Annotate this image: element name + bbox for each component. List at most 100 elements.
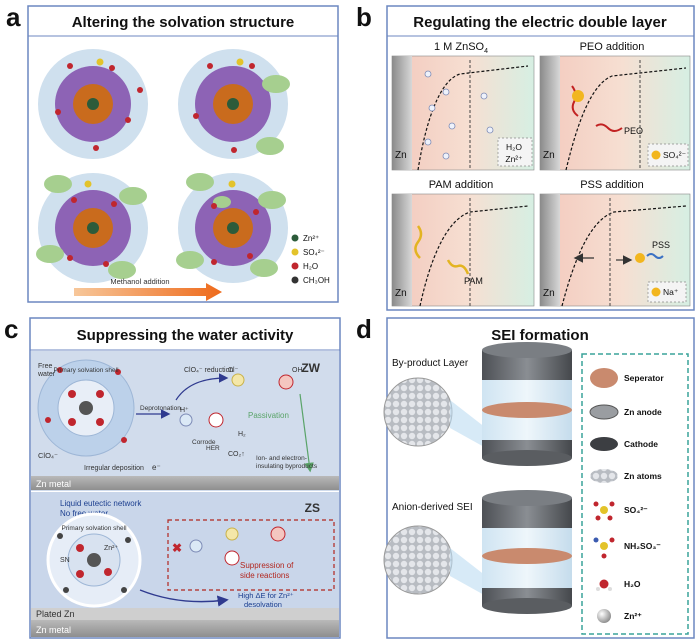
legend-zn-atoms-item: Zn atoms [590, 469, 662, 483]
svg-text:H⁺: H⁺ [180, 407, 189, 414]
eutectic-network-label: Liquid eutectic network [60, 499, 142, 508]
edl-subpanel-pss: PSS addition PSS Na⁺ Zn [539, 179, 691, 307]
panel-d-title: SEI formation [491, 327, 589, 344]
subpanel-znso4-title: 1 M ZnSO4 [434, 41, 488, 55]
free-water-label-1: Free [38, 363, 53, 370]
legend-nh2so3-item: NH₂SO₃⁻ [593, 537, 661, 559]
subpanel-pss-title: PSS addition [580, 179, 644, 191]
her-label: HER [206, 445, 220, 452]
legend-zn2-item: Zn²⁺ [597, 609, 642, 623]
panel-a-legend: Zn²⁺ SO₄²⁻ H₂O CH₃OH [291, 234, 330, 285]
suppression-label-1: Suppression of [240, 561, 294, 570]
by-product-layer-label: By-product Layer [392, 358, 469, 369]
suppression-box [167, 519, 335, 591]
desolvation-label-1: High ΔE for Zn²⁺ [238, 591, 294, 600]
panel-letter-b: b [356, 2, 372, 32]
zn-metal-bar-zs [31, 620, 339, 637]
legend-so4: SO₄²⁻ [303, 248, 325, 257]
irregular-deposition-label: Irregular deposition [84, 465, 144, 472]
svg-text:Seperator: Seperator [624, 373, 664, 383]
deprotonation-label: Deprotonation [140, 405, 181, 412]
panel-c: Suppressing the water activity Zn metal … [29, 317, 341, 639]
legend-so4-item: SO₄²⁻ [593, 501, 648, 521]
desolvation-label-2: desolvation [244, 600, 282, 609]
electron-label: e⁻ [152, 463, 161, 472]
battery-cell-1 [482, 342, 572, 466]
zw-metal-label: Zn metal [36, 479, 71, 489]
co2-label: CO₂↑ [228, 451, 245, 458]
panel-b: Regulating the electric double layer 1 M… [386, 5, 695, 311]
legend-h2o-b: H₂O [506, 142, 522, 152]
panel-a-title: Altering the solvation structure [72, 14, 295, 31]
panel-d-legend [581, 353, 689, 635]
h2-label: H₂ [238, 431, 246, 438]
legend-zn: Zn²⁺ [303, 234, 319, 243]
solvation-sphere-1 [38, 49, 148, 159]
zn-electrode-label-4: Zn [543, 288, 555, 299]
peo-label: PEO [624, 126, 643, 136]
svg-text:NH₂SO₃⁻: NH₂SO₃⁻ [624, 541, 661, 551]
byproducts-label-1: Ion- and electron- [256, 455, 307, 462]
zs-tag: ZS [305, 501, 320, 515]
legend-ch3oh: CH₃OH [303, 276, 330, 285]
svg-text:SO₄²⁻: SO₄²⁻ [624, 505, 648, 515]
sn-label: SN [60, 557, 70, 564]
zoom-circle-sei [383, 525, 453, 595]
legend-separator-item: Seperator [590, 368, 664, 388]
solvation-sphere-3 [36, 173, 148, 283]
svg-text:Zn²⁺: Zn²⁺ [624, 611, 642, 621]
zs-metal-label: Zn metal [36, 625, 71, 635]
svg-text:H₂O: H₂O [624, 579, 641, 589]
svg-text:Zn atoms: Zn atoms [624, 471, 662, 481]
free-water-label-2: water [37, 371, 56, 378]
legend-cathode-item: Cathode [590, 437, 658, 451]
subpanel-peo-title: PEO addition [580, 41, 645, 53]
legend-na: Na⁺ [663, 287, 679, 297]
clo4-label: ClO₄⁻ [38, 451, 58, 460]
panel-letter-c: c [4, 314, 19, 344]
svg-text:Cathode: Cathode [624, 439, 658, 449]
suppression-label-2: side reactions [240, 571, 289, 580]
svg-text:Zn anode: Zn anode [624, 407, 662, 417]
clo4-reduction-label: ClO₄⁻ reduction [184, 367, 233, 374]
no-free-water-label: No free water [60, 509, 108, 518]
zn-electrode-label-3: Zn [395, 288, 407, 299]
panel-letter-a: a [6, 2, 21, 32]
edl-subpanel-pam: PAM addition PAM Zn [391, 179, 535, 307]
svg-text:✖: ✖ [172, 541, 182, 555]
battery-cell-2 [482, 490, 572, 614]
solvation-sphere-2 [178, 49, 290, 159]
passivation-label: Passivation [248, 411, 289, 420]
zn-metal-bar-zw [31, 476, 339, 490]
zoom-circle-byproduct [383, 377, 453, 447]
legend-zn-anode-item: Zn anode [589, 404, 662, 420]
zn-electrode-label-1: Zn [395, 150, 407, 161]
anion-derived-sei-label: Anion-derived SEI [392, 502, 473, 513]
legend-so4-b: SO₄²⁻ [663, 150, 687, 160]
panel-b-title: Regulating the electric double layer [413, 14, 667, 31]
subpanel-pam-title: PAM addition [429, 179, 494, 191]
water-molecules-a [55, 63, 259, 267]
byproducts-label-2: insulating byproducts [256, 463, 318, 470]
panel-letter-d: d [356, 314, 372, 344]
methanol-arrow-label: Methanol addition [110, 277, 169, 286]
legend-h2o-item: H₂O [596, 579, 641, 591]
oh-label: OH⁻ [292, 367, 307, 374]
panel-d: SEI formation By-product Layer Anion-der… [383, 317, 695, 639]
legend-zn-b: Zn²⁺ [505, 154, 523, 164]
pam-label: PAM [464, 276, 483, 286]
pss-label: PSS [652, 240, 670, 250]
plated-zn-label: Plated Zn [36, 609, 75, 619]
edl-subpanel-peo: PEO addition PEO SO₄²⁻ Zn [539, 41, 691, 171]
edl-subpanel-znso4: 1 M ZnSO4 H₂O Zn²⁺ Zn [391, 41, 535, 171]
sulfate-ions-a [84, 58, 244, 188]
zn-electrode-label-2: Zn [543, 150, 555, 161]
solvation-sphere-4 [176, 173, 288, 283]
zs-shell-label: Primary solvation shell [61, 525, 127, 532]
legend-h2o: H₂O [303, 262, 318, 271]
panel-c-title: Suppressing the water activity [77, 327, 294, 344]
zs-zn-label: Zn²⁺ [104, 545, 119, 552]
methanol-arrow [74, 283, 222, 301]
corrode-label: Corrode [192, 439, 216, 446]
